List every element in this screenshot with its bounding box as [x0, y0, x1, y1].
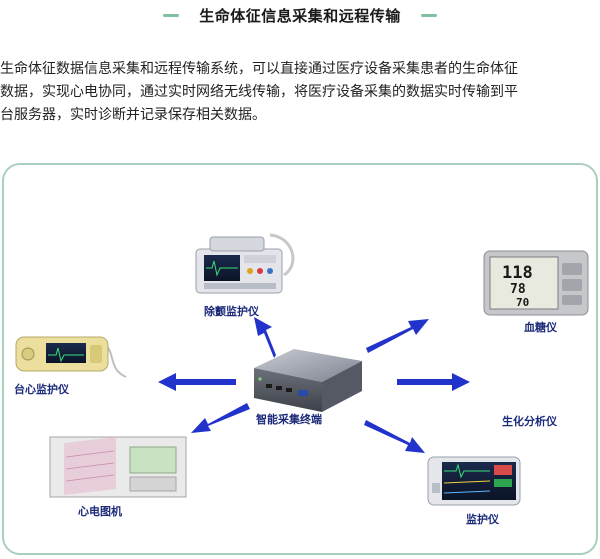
title-dash-left — [163, 13, 180, 17]
intro-line: 生命体征数据信息采集和远程传输系统，可以直接通过医疗设备采集患者的生命体征 — [0, 61, 518, 77]
ecg-device — [49, 436, 187, 498]
glucose-device: 118 78 70 — [483, 250, 589, 316]
arrow-to-glucose — [366, 319, 429, 353]
system-diagram: 智能采集终端 除颤监护仪 118 78 70 血糖仪 — [14, 233, 589, 526]
arrow-to-ecg — [191, 403, 250, 433]
intro-line: 数据，实现心电协同，通过实时网络无线传输，将医疗设备采集的数据实时传输到平 — [0, 84, 518, 100]
biochem-label: 生化分析仪 — [502, 414, 558, 428]
defib-device — [195, 233, 295, 294]
title-dash-right — [420, 13, 437, 17]
page-title: 生命体征信息采集和远程传输 — [199, 6, 401, 25]
monitor-device — [427, 456, 521, 506]
arrows — [158, 317, 470, 453]
terminal-label: 智能采集终端 — [256, 412, 322, 426]
arrow-to-monitor — [364, 420, 425, 453]
terminal-device — [254, 349, 362, 412]
arrow-to-bedside — [158, 373, 236, 391]
intro-line: 台服务器，实时诊断并记录保存相关数据。 — [0, 107, 266, 123]
arrow-to-biochem — [397, 373, 470, 391]
intro-paragraph: 生命体征数据信息采集和远程传输系统，可以直接通过医疗设备采集患者的生命体征 数据… — [0, 58, 596, 127]
ecg-label: 心电图机 — [78, 504, 122, 518]
glucose-label: 血糖仪 — [524, 320, 558, 334]
bedside-device — [15, 336, 127, 378]
glucose-reading-1: 118 — [502, 263, 533, 283]
bedside-label: 台心监护仪 — [14, 382, 70, 396]
arrow-to-defib — [254, 317, 276, 358]
section-header: 生命体征信息采集和远程传输 — [0, 0, 600, 30]
monitor-label: 监护仪 — [466, 512, 500, 526]
defib-label: 除颤监护仪 — [204, 304, 260, 318]
glucose-reading-3: 70 — [516, 296, 529, 309]
glucose-reading-2: 78 — [510, 282, 526, 297]
diagram-frame: 智能采集终端 除颤监护仪 118 78 70 血糖仪 — [2, 163, 598, 555]
